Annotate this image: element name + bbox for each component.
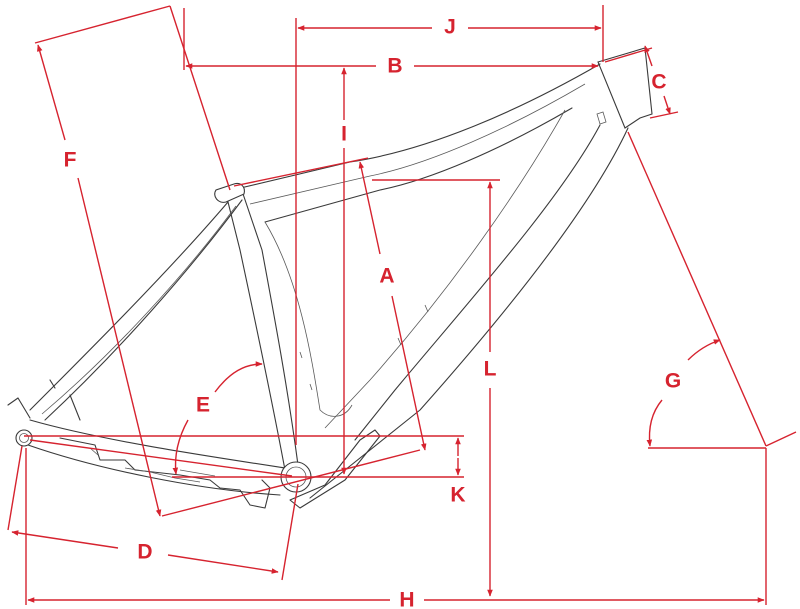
top-tube (231, 63, 601, 191)
seat-stay-lower (44, 199, 243, 421)
chain-stay-guard-detail (89, 447, 216, 483)
seat-clamp (214, 182, 245, 203)
dim-G-kink (765, 431, 797, 447)
dim-E-line (29, 439, 293, 477)
top-tube-lower-edge (264, 107, 573, 223)
dim-G-arc-lower (646, 399, 663, 447)
label-I: I (341, 123, 347, 146)
chain-stay-guard (59, 437, 271, 509)
rear-axle (15, 429, 33, 447)
seat-tube (224, 189, 286, 471)
label-F: F (64, 149, 77, 172)
dim-F-line-top (37, 44, 66, 141)
label-G: G (665, 370, 681, 393)
dim-G-arc-upper (687, 339, 721, 361)
dim-C-extension-bottom (649, 111, 679, 119)
down-tube-upper-edge (354, 124, 601, 441)
label-J: J (444, 16, 456, 39)
stack-projection (161, 449, 421, 517)
dimension-lines (7, 5, 797, 605)
dim-C-line-top (644, 45, 653, 67)
dim-D-extension-left (7, 445, 23, 531)
label-L: L (484, 358, 497, 381)
rear-axle-inner (19, 433, 29, 443)
dim-F-line-bottom (77, 177, 162, 517)
dim-C-line-bottom (663, 95, 671, 115)
label-H: H (399, 589, 414, 609)
label-B: B (387, 55, 402, 78)
label-A: A (379, 265, 394, 288)
dim-E-arc-upper (214, 361, 263, 393)
dim-D-line-right (167, 554, 279, 574)
seat-stay-inner (41, 205, 237, 415)
chain-stay-lower (27, 444, 281, 496)
dim-D-line-left (11, 530, 119, 549)
frame-drawing (7, 47, 653, 509)
head-tube-badge-icon (596, 111, 607, 125)
seat-tube-rear-edge (239, 184, 299, 466)
label-E: E (196, 394, 210, 417)
brake-mount (7, 379, 81, 421)
dim-G-head-tube-axis (627, 131, 767, 447)
down-tube-inner-edge (324, 109, 566, 429)
chain-stay-upper (29, 419, 286, 469)
head-tube (597, 47, 653, 129)
dim-C-extension-top (604, 47, 653, 63)
dim-A-extension (233, 157, 369, 187)
down-tube-lower-edge (309, 127, 629, 499)
dim-D-extension-right (281, 483, 299, 581)
seat-tube-axis (169, 5, 231, 191)
dim-E-arc-lower (172, 419, 189, 475)
cable-guides (299, 304, 429, 391)
top-tube-crease (249, 83, 586, 205)
main-triangle-inner (264, 221, 353, 417)
dim-A-line-top (358, 161, 381, 255)
label-K: K (450, 484, 465, 507)
dim-A-line-bottom (391, 295, 427, 451)
seat-stay-upper (29, 201, 229, 411)
dim-F-extension (34, 5, 171, 44)
dimension-labels: J B C I F A L G E K D H (64, 16, 682, 609)
label-D: D (137, 541, 152, 564)
label-C: C (651, 71, 666, 94)
